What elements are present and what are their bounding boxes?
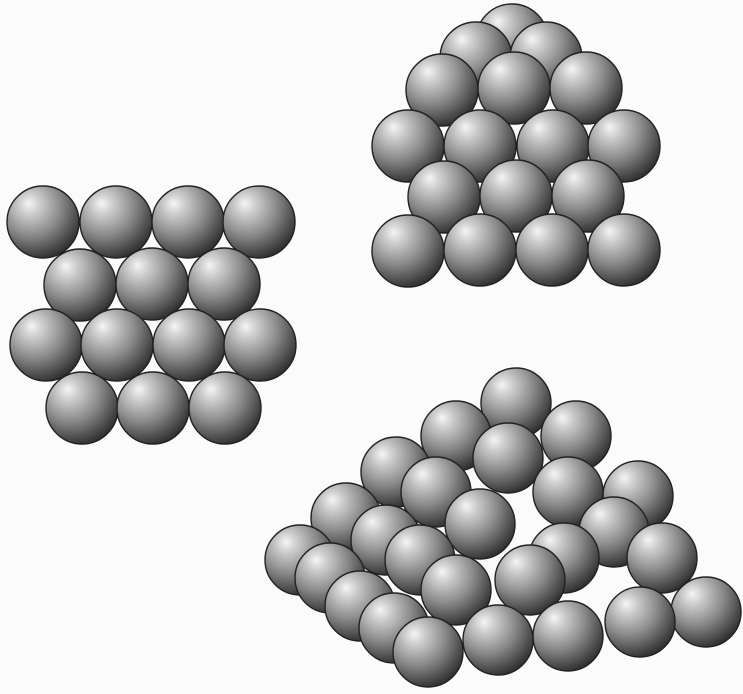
stacked-layers-group [372, 4, 660, 287]
sphere [445, 489, 515, 559]
sphere [7, 186, 79, 258]
sphere [153, 309, 225, 381]
sphere [10, 309, 82, 381]
sphere [81, 309, 153, 381]
sphere [116, 248, 188, 320]
sphere [393, 617, 463, 687]
sphere [46, 372, 118, 444]
sphere [671, 577, 741, 647]
sphere [533, 601, 603, 671]
sphere [516, 214, 588, 286]
sphere [152, 186, 224, 258]
sphere [473, 423, 543, 493]
sphere [80, 186, 152, 258]
sphere [588, 214, 660, 286]
pyramid-stack-group [265, 368, 741, 687]
sphere [117, 372, 189, 444]
sphere [605, 587, 675, 657]
sphere [224, 309, 296, 381]
sphere [444, 214, 516, 286]
square-layer-group [7, 186, 296, 444]
sphere [372, 215, 444, 287]
sphere [463, 605, 533, 675]
sphere [188, 248, 260, 320]
sphere [223, 186, 295, 258]
sphere [189, 372, 261, 444]
